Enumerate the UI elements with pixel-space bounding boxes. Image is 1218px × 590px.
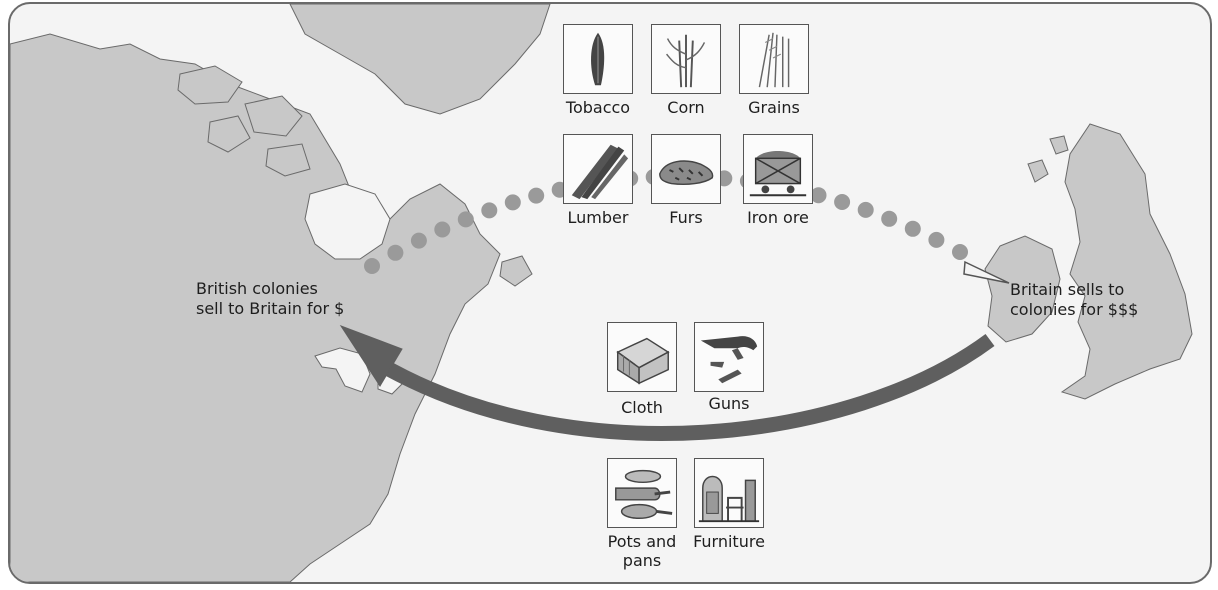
furs-icon: [651, 134, 721, 204]
import-route-arrow: [376, 333, 995, 441]
export-route-dot: [528, 187, 545, 204]
great-britain-landmass: [1060, 123, 1193, 400]
ireland-landmass: [984, 235, 1061, 343]
export-item-label: Furs: [669, 208, 703, 227]
export-item-label: Lumber: [567, 208, 629, 227]
newfoundland-island: [499, 255, 533, 287]
import-item-label-line1: Pots and: [607, 532, 677, 551]
diagram-frame: British colonies sell to Britain for $ B…: [8, 2, 1212, 584]
export-route-dot: [810, 187, 827, 204]
hudson-bay: [304, 183, 391, 260]
britain-label: Britain sells to colonies for $$$: [1010, 280, 1138, 320]
import-item-label: Guns: [708, 394, 750, 413]
scottish-island: [1027, 159, 1049, 183]
great-lakes: [314, 347, 371, 393]
export-route-dot: [881, 210, 898, 227]
colonies-label-line1: British colonies: [196, 279, 318, 298]
export-item-label: Corn: [667, 98, 705, 117]
export-route-dot: [904, 220, 921, 237]
britain-label-line2: colonies for $$$: [1010, 300, 1139, 319]
export-item-label: Iron ore: [747, 208, 809, 227]
lumber-icon: [563, 134, 633, 204]
import-item-label: Furniture: [693, 532, 765, 551]
export-route-arrowhead: [963, 260, 1010, 284]
export-route-dot: [364, 258, 380, 274]
grains-icon: [739, 24, 809, 94]
scottish-island: [1049, 135, 1069, 155]
corn-icon: [651, 24, 721, 94]
furniture-icon: [694, 458, 764, 528]
guns-icon: [694, 322, 764, 392]
britain-label-line1: Britain sells to: [1010, 280, 1125, 299]
export-route-dot: [857, 201, 874, 218]
import-item-label: Pots and pans: [597, 532, 687, 570]
export-route-dot: [387, 244, 404, 261]
greenland-landmass: [289, 4, 551, 115]
export-route-dot: [834, 194, 851, 210]
import-item-label-line2: pans: [622, 551, 662, 570]
export-item-label: Tobacco: [565, 98, 631, 117]
export-route-dot: [481, 202, 498, 219]
iron-ore-icon: [743, 134, 813, 204]
colonies-label: British colonies sell to Britain for $: [196, 279, 344, 319]
export-route-dot: [928, 231, 945, 248]
export-route-dot: [410, 232, 427, 249]
arctic-island: [177, 65, 243, 105]
trade-map: [10, 4, 1193, 582]
export-route-dot: [952, 244, 968, 260]
import-route-arrowhead: [339, 324, 403, 387]
pots-and-pans-icon: [607, 458, 677, 528]
arctic-island: [244, 95, 303, 137]
export-route-dot: [457, 211, 474, 228]
colonies-label-line2: sell to Britain for $: [196, 299, 345, 318]
arctic-island: [265, 143, 311, 177]
export-route-dot: [434, 221, 451, 238]
tobacco-icon: [563, 24, 633, 94]
import-item-label: Cloth: [621, 398, 663, 417]
export-route-dot: [504, 194, 521, 211]
cloth-icon: [607, 322, 677, 392]
arctic-island: [207, 115, 251, 153]
export-item-label: Grains: [748, 98, 800, 117]
